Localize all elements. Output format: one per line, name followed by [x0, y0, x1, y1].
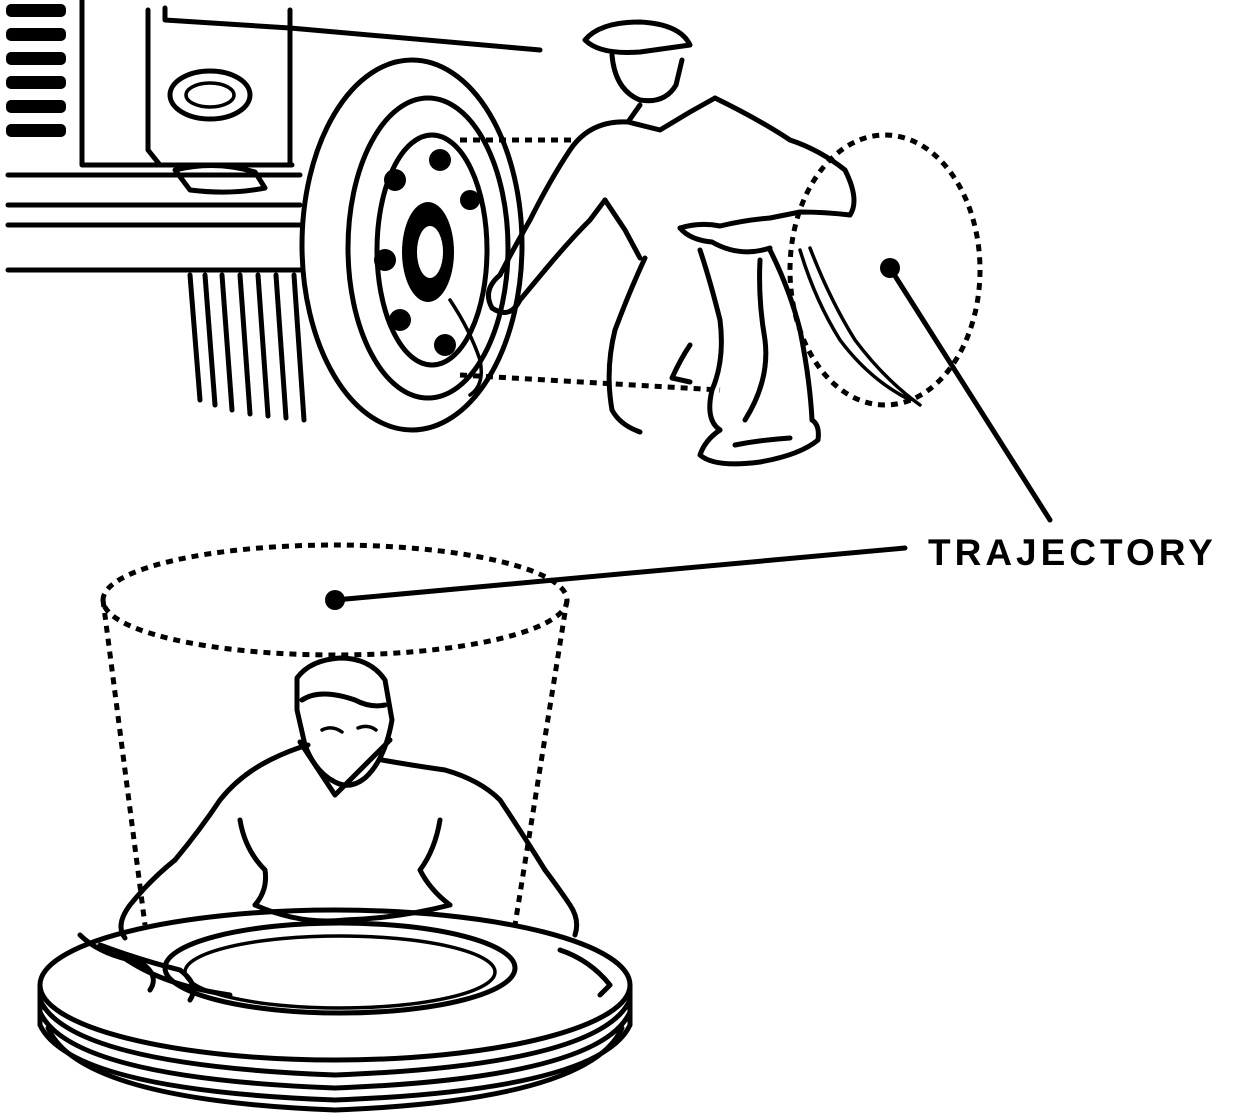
- lifting-mechanic: [80, 658, 610, 995]
- vehicle: [6, 0, 540, 420]
- vehicle-grille: [6, 4, 66, 137]
- trajectory-label: TRAJECTORY: [928, 532, 1217, 574]
- tire-stack: [40, 910, 630, 1110]
- rear-tire: [190, 275, 304, 420]
- trajectory-path-bottom: [103, 545, 905, 925]
